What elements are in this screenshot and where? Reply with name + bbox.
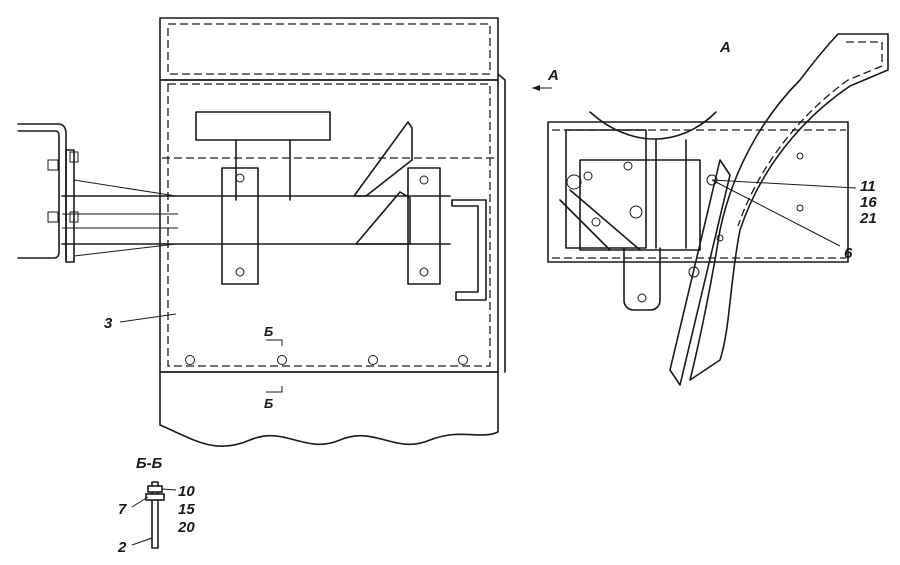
callout-3: 3 — [104, 315, 113, 332]
diagonal-stiffener-lower — [355, 191, 411, 245]
view-a-hanger-hole — [637, 293, 647, 303]
clamp-left-hole-bottom — [235, 267, 245, 277]
view-a-arrow-label: А — [547, 67, 559, 84]
view-a-bolt-bottom — [688, 266, 700, 278]
view-a-hole-3 — [796, 152, 804, 160]
annotations — [119, 85, 857, 546]
top-box-hidden-edge — [167, 23, 491, 75]
section-rod — [151, 481, 159, 549]
callout-15: 15 — [178, 501, 195, 518]
bracket-plate — [65, 149, 75, 263]
view-a-diagonals — [559, 189, 641, 251]
view-a-hole-4 — [796, 204, 804, 212]
handle-legs — [235, 139, 291, 201]
view-a-title: А — [719, 39, 731, 56]
main-panel — [159, 79, 499, 373]
section-mark-top: Б — [264, 324, 273, 339]
mudflap-hidden — [737, 41, 883, 227]
clamp-right — [407, 167, 441, 285]
view-a-nut-2 — [623, 161, 633, 171]
section-mark-bottom: Б — [264, 396, 273, 411]
lower-skirt — [159, 371, 499, 447]
section-washer — [145, 493, 165, 501]
view-a-plate-left — [565, 129, 647, 249]
clamp-left-plate — [221, 167, 259, 285]
view-a-nut-4 — [629, 205, 643, 219]
leader-11 — [711, 179, 857, 189]
callout-21: 21 — [859, 210, 877, 227]
nut-2 — [47, 211, 59, 223]
bolt-2 — [277, 355, 287, 365]
clamp-right-hole-bottom — [419, 267, 429, 277]
section-bb — [145, 481, 165, 549]
leader-6 — [711, 179, 841, 247]
panel-hidden-edge — [167, 83, 491, 367]
view-a-nut-1 — [583, 171, 593, 181]
bracket-inner — [17, 130, 60, 259]
section-title: Б-Б — [136, 455, 163, 472]
bolt-1 — [185, 355, 195, 365]
view-a-plate-mid — [579, 159, 701, 251]
bracket-outer — [17, 123, 67, 261]
section-marker-top — [266, 339, 283, 346]
nut-4 — [69, 211, 79, 223]
bolt-3 — [368, 355, 378, 365]
callout-2: 2 — [117, 539, 127, 556]
bracket-gussets — [73, 179, 177, 257]
callout-6: 6 — [844, 245, 853, 262]
view-a-arrowhead — [532, 85, 540, 91]
view-a-post — [655, 139, 687, 249]
section-nut-top — [147, 485, 163, 493]
callout-10: 10 — [178, 483, 195, 500]
clamp-left — [221, 167, 259, 285]
leader-10 — [161, 488, 177, 491]
callout-16: 16 — [860, 194, 877, 211]
left-bracket — [17, 123, 177, 263]
callout-20: 20 — [177, 519, 195, 536]
handle-plate — [195, 111, 331, 141]
bolt-row — [185, 355, 468, 365]
view-a-hole-2 — [716, 234, 724, 242]
clamp-right-plate — [407, 167, 441, 285]
top-box — [159, 17, 499, 81]
bolt-4 — [458, 355, 468, 365]
view-a — [547, 33, 889, 386]
nut-3 — [69, 151, 79, 163]
view-a-nut-3 — [591, 217, 601, 227]
view-a-frame — [547, 121, 849, 263]
flap-rod — [669, 159, 731, 386]
clamp-right-hole-top — [419, 175, 429, 185]
right-bracket — [451, 199, 487, 301]
beam-inner-lines — [62, 213, 178, 229]
clamp-left-hole-top — [235, 173, 245, 183]
leader-7 — [131, 496, 149, 508]
mudflap-body — [689, 33, 889, 381]
callout-7: 7 — [118, 501, 127, 518]
panel-side-edge — [497, 73, 506, 373]
leader-3 — [119, 313, 177, 323]
view-a-hanger — [623, 247, 661, 311]
diagonal-stiffener-upper — [353, 121, 413, 197]
callout-11: 11 — [860, 178, 876, 195]
leader-2 — [131, 537, 153, 546]
view-a-hole — [566, 174, 582, 190]
nut-1 — [47, 159, 59, 171]
section-marker-bottom — [266, 386, 283, 393]
view-a-arc — [589, 111, 717, 140]
main-view — [17, 17, 506, 447]
view-a-hidden-edges — [552, 129, 846, 259]
